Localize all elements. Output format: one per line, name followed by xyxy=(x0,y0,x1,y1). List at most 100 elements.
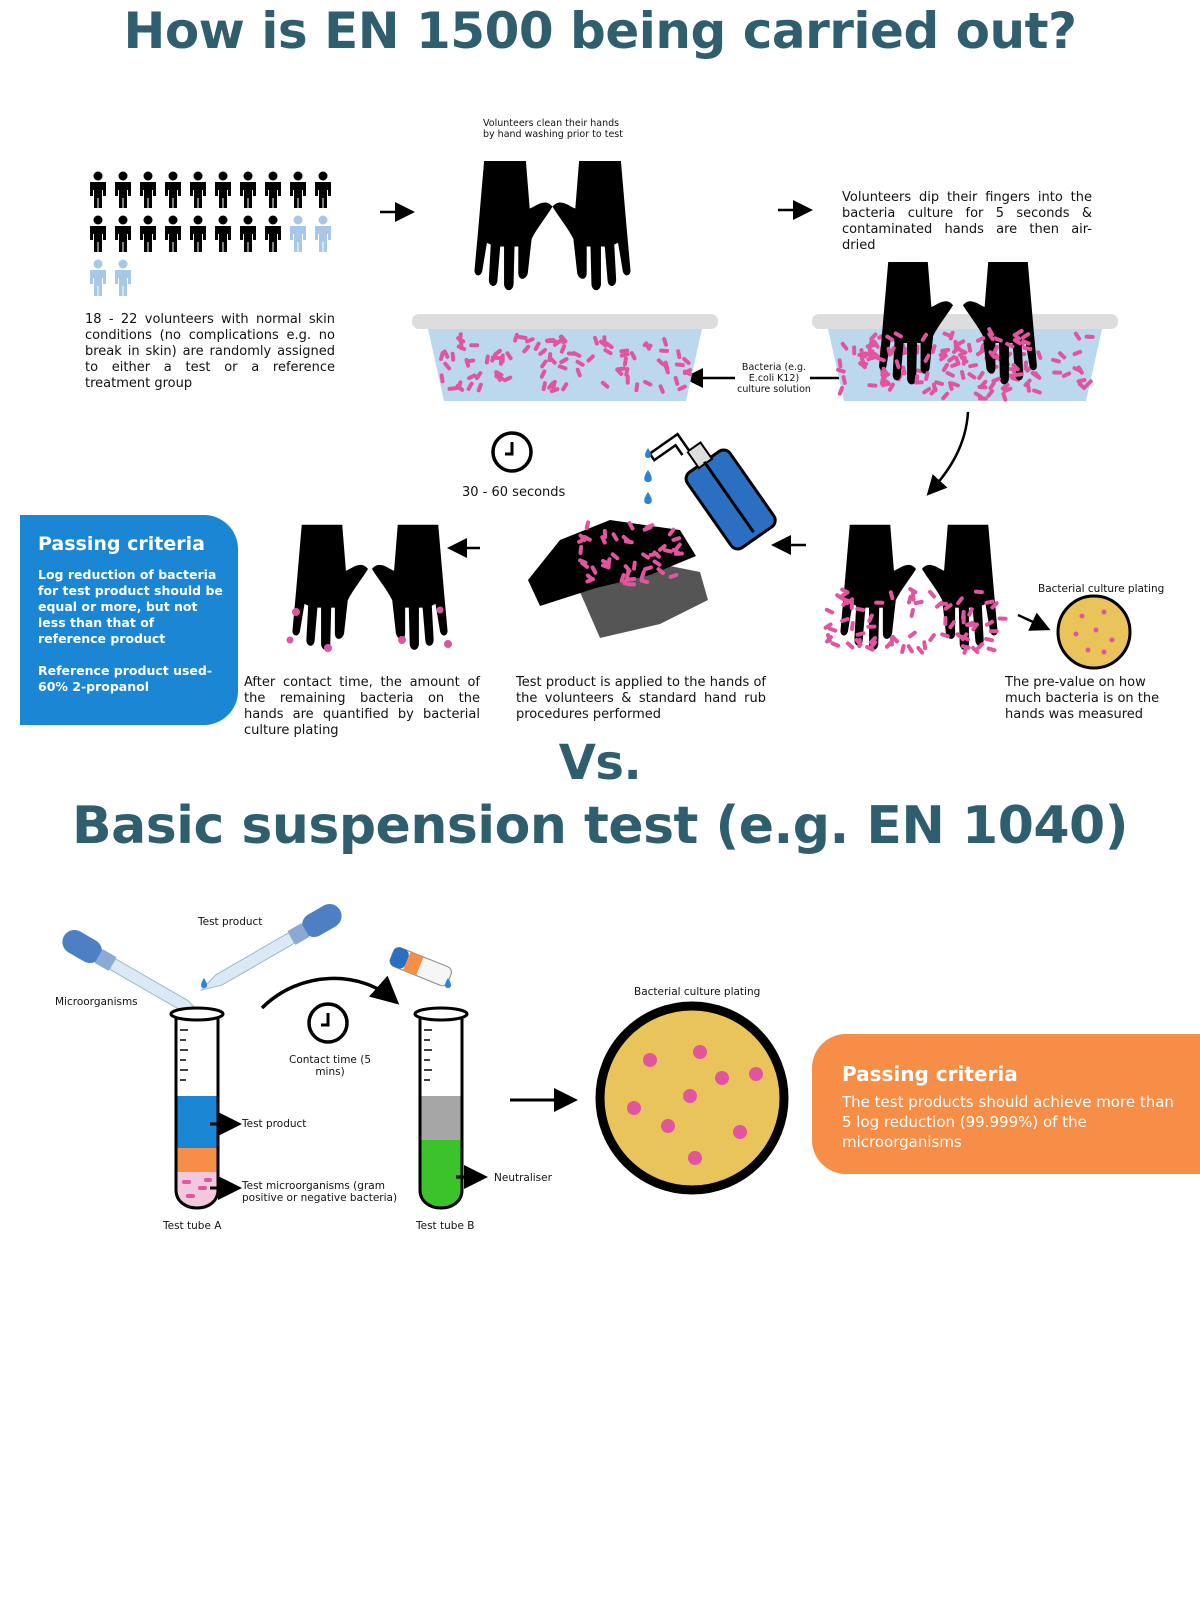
petri-dish-icon xyxy=(595,1001,789,1195)
bacteria-mark xyxy=(644,523,655,530)
bacteria-mark xyxy=(584,520,591,531)
bacteria-mark xyxy=(443,361,452,371)
bacteria-mark xyxy=(673,376,680,386)
bacteria-mark xyxy=(910,591,916,602)
bacteria-mark xyxy=(1072,366,1082,373)
bacteria-mark xyxy=(674,362,685,368)
bacteria-mark xyxy=(467,373,477,381)
bacteria-mark xyxy=(830,641,841,648)
volunteer-group xyxy=(90,171,331,296)
bacteria-mark xyxy=(547,352,553,363)
bacteria-mark xyxy=(940,347,951,353)
bacteria-mark xyxy=(1061,371,1072,378)
bacteria-mark xyxy=(885,334,895,342)
bacteria-mark xyxy=(1076,378,1087,384)
bacteria-mark xyxy=(602,528,608,539)
bacteria-mark xyxy=(671,536,682,542)
suspension-title: Basic suspension test (e.g. EN 1040) xyxy=(71,796,1129,856)
bacteria-mark xyxy=(880,381,891,388)
bacteria-mark xyxy=(872,339,880,349)
bacteria-mark xyxy=(522,344,531,354)
bacteria-mark xyxy=(1073,331,1082,341)
bacteria-mark xyxy=(824,607,835,615)
bacteria-mark xyxy=(928,589,936,599)
bacteria-mark xyxy=(539,369,547,379)
bacteria-mark xyxy=(593,335,599,346)
bacteria-mark xyxy=(837,386,845,396)
tube-a-micro-label: Test microorganisms (gram positive or ne… xyxy=(242,1180,398,1204)
bacteria-mark xyxy=(857,638,862,649)
bacteria-mark xyxy=(954,355,961,366)
bacteria-mark xyxy=(973,589,984,595)
passing-criteria-body-2: The test products should achieve more th… xyxy=(842,1093,1174,1151)
bacteria-mark xyxy=(835,593,845,601)
bacteria-mark xyxy=(644,341,652,351)
bacteria-mark xyxy=(1021,332,1031,340)
bacteria-mark xyxy=(931,382,938,393)
bacteria-mark xyxy=(525,337,535,344)
bacteria-mark xyxy=(984,619,995,627)
bacteria-mark xyxy=(648,552,659,557)
test-tube-icon xyxy=(413,1006,469,1210)
bacteria-mark xyxy=(610,552,620,561)
bacteria-mark xyxy=(639,578,650,585)
bacteria-mark xyxy=(466,381,474,391)
bacteria-mark xyxy=(930,344,937,354)
bacteria-mark xyxy=(549,387,560,394)
bacteria-mark xyxy=(1012,338,1022,346)
bacteria-mark xyxy=(845,641,855,650)
bacteria-mark xyxy=(575,367,582,378)
bacteria-mark xyxy=(619,348,630,354)
bacteria-mark xyxy=(659,348,670,354)
bacteria-mark xyxy=(988,350,997,359)
contact-time-5min: Contact time (5 mins) xyxy=(288,1054,372,1078)
bacteria-mark xyxy=(960,644,971,650)
bacteria-mark xyxy=(840,617,850,623)
bacteria-mark xyxy=(865,343,876,349)
test-tube-icon xyxy=(169,1006,225,1210)
bacteria-mark xyxy=(865,644,875,652)
bacteria-mark xyxy=(673,551,684,556)
bacteria-mark xyxy=(447,386,458,391)
bacteria-mark xyxy=(837,358,843,369)
bacteria-mark xyxy=(988,381,996,391)
bacteria-mark xyxy=(986,389,995,398)
bacteria-mark xyxy=(668,572,679,580)
prevalue-text: The pre-value on how much bacteria is on… xyxy=(1005,675,1160,722)
bacteria-mark xyxy=(922,387,932,395)
bacteria-mark xyxy=(840,590,850,598)
bacteria-mark xyxy=(858,361,869,366)
bacteria-mark xyxy=(1051,357,1061,364)
vs-title: Vs. xyxy=(558,735,642,791)
petri-dish-icon xyxy=(1056,594,1132,670)
bacteria-mark xyxy=(559,357,569,365)
bacteria-mark xyxy=(876,356,886,363)
passing-criteria-heading: Passing criteria xyxy=(38,533,205,555)
bacteria-mark xyxy=(652,559,662,567)
bacteria-mark xyxy=(977,371,985,380)
clock-icon xyxy=(307,1002,349,1044)
bacteria-mark xyxy=(855,606,866,612)
bacteria-mark xyxy=(956,346,966,354)
bacteria-mark xyxy=(993,336,1003,343)
bacteria-mark xyxy=(888,590,895,601)
bacteria-mark xyxy=(500,353,505,364)
bacteria-mark xyxy=(934,380,944,386)
bacteria-mark xyxy=(616,366,626,372)
bacteria-mark xyxy=(540,359,548,369)
bacteria-mark xyxy=(938,601,948,607)
passing-criteria-heading-2: Passing criteria xyxy=(842,1062,1018,1086)
hand-icon xyxy=(292,524,448,650)
contact-time-text: 30 - 60 seconds xyxy=(462,485,566,500)
clean-hands-text: Volunteers clean their hands by hand was… xyxy=(483,118,623,140)
hand-icon xyxy=(528,520,708,638)
bacteria-mark xyxy=(1023,378,1032,387)
bacteria-mark xyxy=(967,372,977,380)
bacteria-mark xyxy=(663,364,670,375)
bacteria-mark xyxy=(643,379,653,387)
bacteria-mark xyxy=(836,367,846,374)
bacteria-mark xyxy=(439,351,445,361)
bacteria-mark xyxy=(987,332,995,342)
culture-plating-label-2: Bacterial culture plating xyxy=(634,986,761,998)
